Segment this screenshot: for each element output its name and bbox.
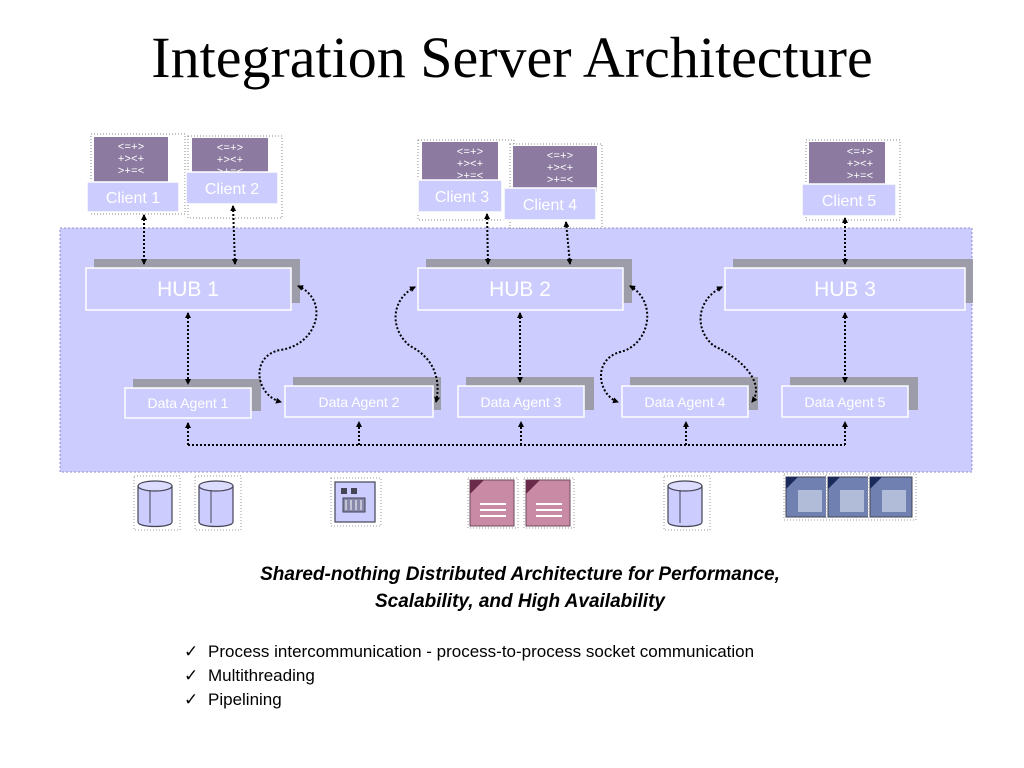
client-1[interactable]: <=+> +><+ >+=< Client 1 <box>86 133 186 215</box>
data-agent-label: Data Agent 2 <box>319 394 400 410</box>
feature-list: ✓Process intercommunication - process-to… <box>184 640 754 712</box>
data-sources <box>133 473 917 531</box>
client-label: Client 3 <box>435 189 489 206</box>
curve-hub1-agent2 <box>258 285 318 404</box>
svg-text:<=+>: <=+> <box>217 143 243 155</box>
feature-item: ✓Process intercommunication - process-to… <box>184 640 754 664</box>
link-client3-hub2 <box>484 213 491 265</box>
hub-label: HUB 1 <box>157 278 219 301</box>
client-5[interactable]: <=+> +><+ >+=< Client 5 <box>801 139 901 221</box>
slide-title: Integration Server Architecture <box>151 25 873 90</box>
checkmark-icon: ✓ <box>184 642 199 661</box>
data-agent-label: Data Agent 4 <box>645 394 726 410</box>
checkmark-icon: ✓ <box>184 690 199 709</box>
data-agent-4[interactable]: Data Agent 4 <box>621 377 758 418</box>
feature-item: ✓Multithreading <box>184 664 754 688</box>
svg-text:+><+: +><+ <box>547 163 573 175</box>
client-4[interactable]: <=+> +><+ >+=< Client 4 <box>503 143 603 229</box>
checkmark-icon: ✓ <box>184 666 199 685</box>
client-3[interactable]: <=+> +><+ >+=< Client 3 <box>417 139 515 221</box>
caption-line-1: Shared-nothing Distributed Architecture … <box>260 564 780 585</box>
file-icon <box>783 473 833 521</box>
client-2[interactable]: <=+> +><+ >+=< Client 2 <box>185 135 283 219</box>
caption-line-2: Scalability, and High Availability <box>374 591 665 612</box>
architecture-diagram: <=+> +><+ >+=< Client 1 <=+> +><+ >+=< C… <box>59 133 973 531</box>
server-icon <box>330 477 382 527</box>
client-label: Client 5 <box>822 193 876 210</box>
hub-label: HUB 2 <box>489 278 551 301</box>
svg-text:<=+>: <=+> <box>118 142 144 154</box>
svg-text:>+=<: >+=< <box>547 175 573 187</box>
client-label: Client 1 <box>106 190 160 207</box>
document-icon <box>523 477 575 529</box>
hub-3[interactable]: HUB 3 <box>724 259 973 311</box>
curve-hub2-agent4 <box>600 285 649 404</box>
client-label: Client 2 <box>205 181 259 198</box>
connectors <box>141 205 848 446</box>
monitor-icon <box>94 137 168 187</box>
data-agent-3[interactable]: Data Agent 3 <box>457 377 594 418</box>
data-agent-label: Data Agent 3 <box>481 394 562 410</box>
svg-text:+><+: +><+ <box>457 159 483 171</box>
document-icon <box>467 477 519 529</box>
data-agent-2[interactable]: Data Agent 2 <box>284 377 441 418</box>
hub-label: HUB 3 <box>814 278 876 301</box>
svg-text:+><+: +><+ <box>217 155 243 167</box>
svg-text:>+=<: >+=< <box>847 171 873 183</box>
link-client4-hub2 <box>563 221 573 265</box>
svg-text:>+=<: >+=< <box>118 166 144 178</box>
database-icon <box>663 475 711 531</box>
data-agent-1[interactable]: Data Agent 1 <box>124 379 261 419</box>
file-icon <box>825 473 875 521</box>
svg-text:<=+>: <=+> <box>547 151 573 163</box>
client-label: Client 4 <box>523 197 577 214</box>
monitor-icon <box>513 146 597 192</box>
hub-2[interactable]: HUB 2 <box>417 259 632 311</box>
svg-text:<=+>: <=+> <box>847 147 873 159</box>
curve-hub2-agent2 <box>394 286 441 403</box>
monitor-icon <box>809 142 885 188</box>
link-client2-hub1 <box>230 205 238 265</box>
data-agent-label: Data Agent 1 <box>148 395 229 411</box>
svg-text:+><+: +><+ <box>118 154 144 166</box>
database-icon <box>133 475 181 531</box>
svg-text:+><+: +><+ <box>847 159 873 171</box>
feature-item: ✓Pipelining <box>184 688 754 712</box>
database-icon <box>194 475 242 531</box>
file-icon <box>867 473 917 521</box>
data-agent-5[interactable]: Data Agent 5 <box>781 377 918 418</box>
data-agent-label: Data Agent 5 <box>805 394 886 410</box>
hub-1[interactable]: HUB 1 <box>85 259 300 311</box>
svg-text:<=+>: <=+> <box>457 147 483 159</box>
